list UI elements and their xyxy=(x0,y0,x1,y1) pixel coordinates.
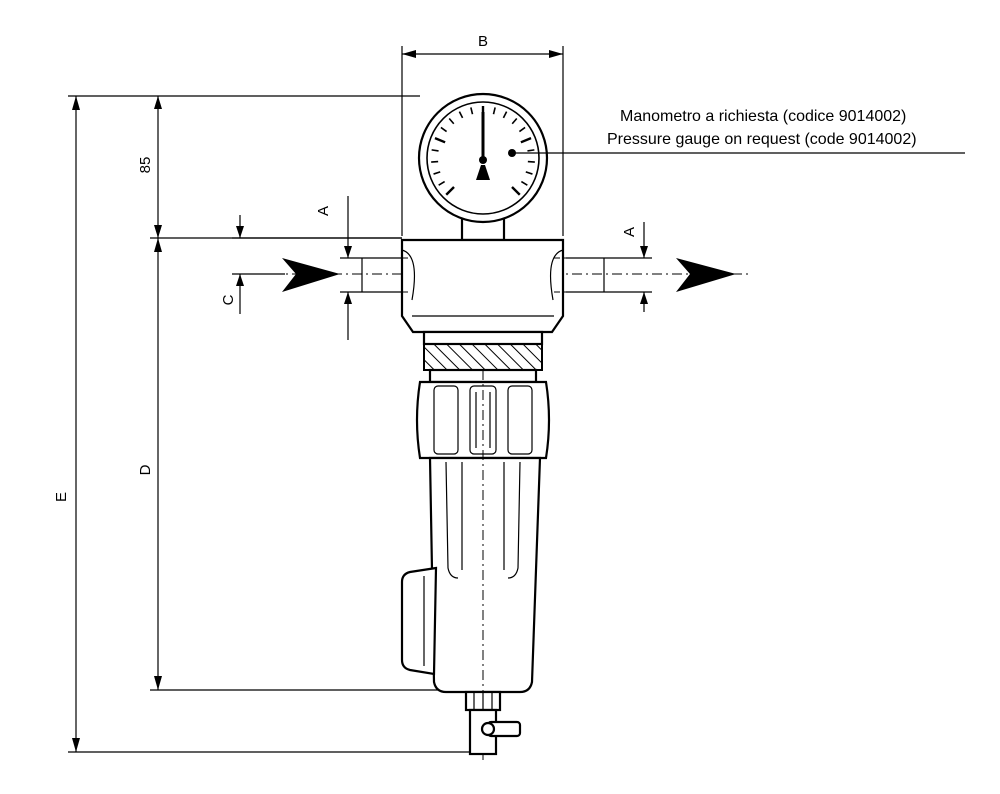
gauge-tick xyxy=(527,160,535,163)
dimension-label-c: C xyxy=(220,294,237,305)
gauge-tick xyxy=(440,126,448,133)
dimension-label-b: B xyxy=(478,33,488,50)
drain-valve xyxy=(464,690,522,756)
arrowhead xyxy=(402,50,416,58)
gauge-tick xyxy=(511,186,521,196)
gauge-tick xyxy=(525,171,533,175)
dimension-label-e: E xyxy=(53,492,70,502)
thread-collar xyxy=(422,330,544,346)
filter-bowl xyxy=(400,456,542,694)
gauge-callout: Manometro a richiesta (codice 9014002) P… xyxy=(508,108,965,157)
gauge-tick xyxy=(511,117,518,125)
arrowhead xyxy=(236,226,244,238)
gauge-face xyxy=(426,101,540,215)
arrowhead xyxy=(72,96,80,110)
gauge-tick xyxy=(520,180,528,186)
pressure-gauge xyxy=(417,92,549,242)
gauge-needle-base xyxy=(476,165,490,180)
drain-lever-pin xyxy=(480,721,496,737)
dimension-label-d: D xyxy=(137,464,154,475)
arrowhead xyxy=(344,292,352,304)
dimension-d: D xyxy=(137,237,440,691)
nut-grip xyxy=(507,385,533,455)
dimension-c: C xyxy=(220,215,402,314)
arrowhead xyxy=(72,738,80,752)
gauge-tick xyxy=(518,126,526,133)
arrowhead xyxy=(640,292,648,304)
arrowhead xyxy=(154,676,162,690)
dimension-e: E xyxy=(53,95,470,753)
gauge-tick xyxy=(520,136,532,144)
nut-grip xyxy=(433,385,459,455)
gauge-tick xyxy=(448,117,455,125)
note-english: Pressure gauge on request (code 9014002) xyxy=(607,131,917,148)
gauge-tick xyxy=(438,180,446,186)
bowl-rib xyxy=(507,461,521,579)
arrowhead xyxy=(236,274,244,286)
filter-head xyxy=(361,238,605,334)
gauge-tick xyxy=(492,107,496,115)
thread-hatch xyxy=(423,343,543,371)
dimension-label-85: 85 xyxy=(137,157,154,174)
note-italian: Manometro a richiesta (codice 9014002) xyxy=(620,108,906,125)
arrowhead xyxy=(154,96,162,109)
gauge-tick xyxy=(527,149,535,152)
arrowhead xyxy=(344,246,352,258)
arrowhead xyxy=(154,225,162,238)
arrowhead xyxy=(640,246,648,258)
threaded-section xyxy=(422,330,544,384)
gauge-tick xyxy=(434,136,446,144)
arrowhead xyxy=(154,238,162,252)
dimension-b: B xyxy=(401,33,564,236)
dimension-label-a-left: A xyxy=(315,206,332,216)
gauge-tick xyxy=(431,149,439,152)
gauge-tick xyxy=(502,111,508,119)
head-block xyxy=(400,238,565,334)
bowl-body xyxy=(428,456,542,694)
dimension-85: 85 xyxy=(137,96,162,238)
gauge-tick xyxy=(445,186,455,196)
gauge-tick xyxy=(458,111,464,119)
port-contour-left xyxy=(401,249,415,301)
arrowhead xyxy=(549,50,563,58)
gauge-tick xyxy=(431,160,439,163)
port-contour-right xyxy=(550,249,564,301)
dimension-a-right: A xyxy=(566,222,652,312)
dimension-a-left: A xyxy=(315,196,402,340)
gauge-tick xyxy=(470,107,474,115)
bowl-rib xyxy=(445,461,459,579)
gauge-pivot xyxy=(479,156,487,164)
gauge-tick xyxy=(433,171,441,175)
dimension-label-a-right: A xyxy=(621,227,638,237)
rinse-handle xyxy=(400,566,438,676)
inlet-arrow-icon xyxy=(282,258,340,292)
outlet-arrow-icon xyxy=(676,258,736,292)
